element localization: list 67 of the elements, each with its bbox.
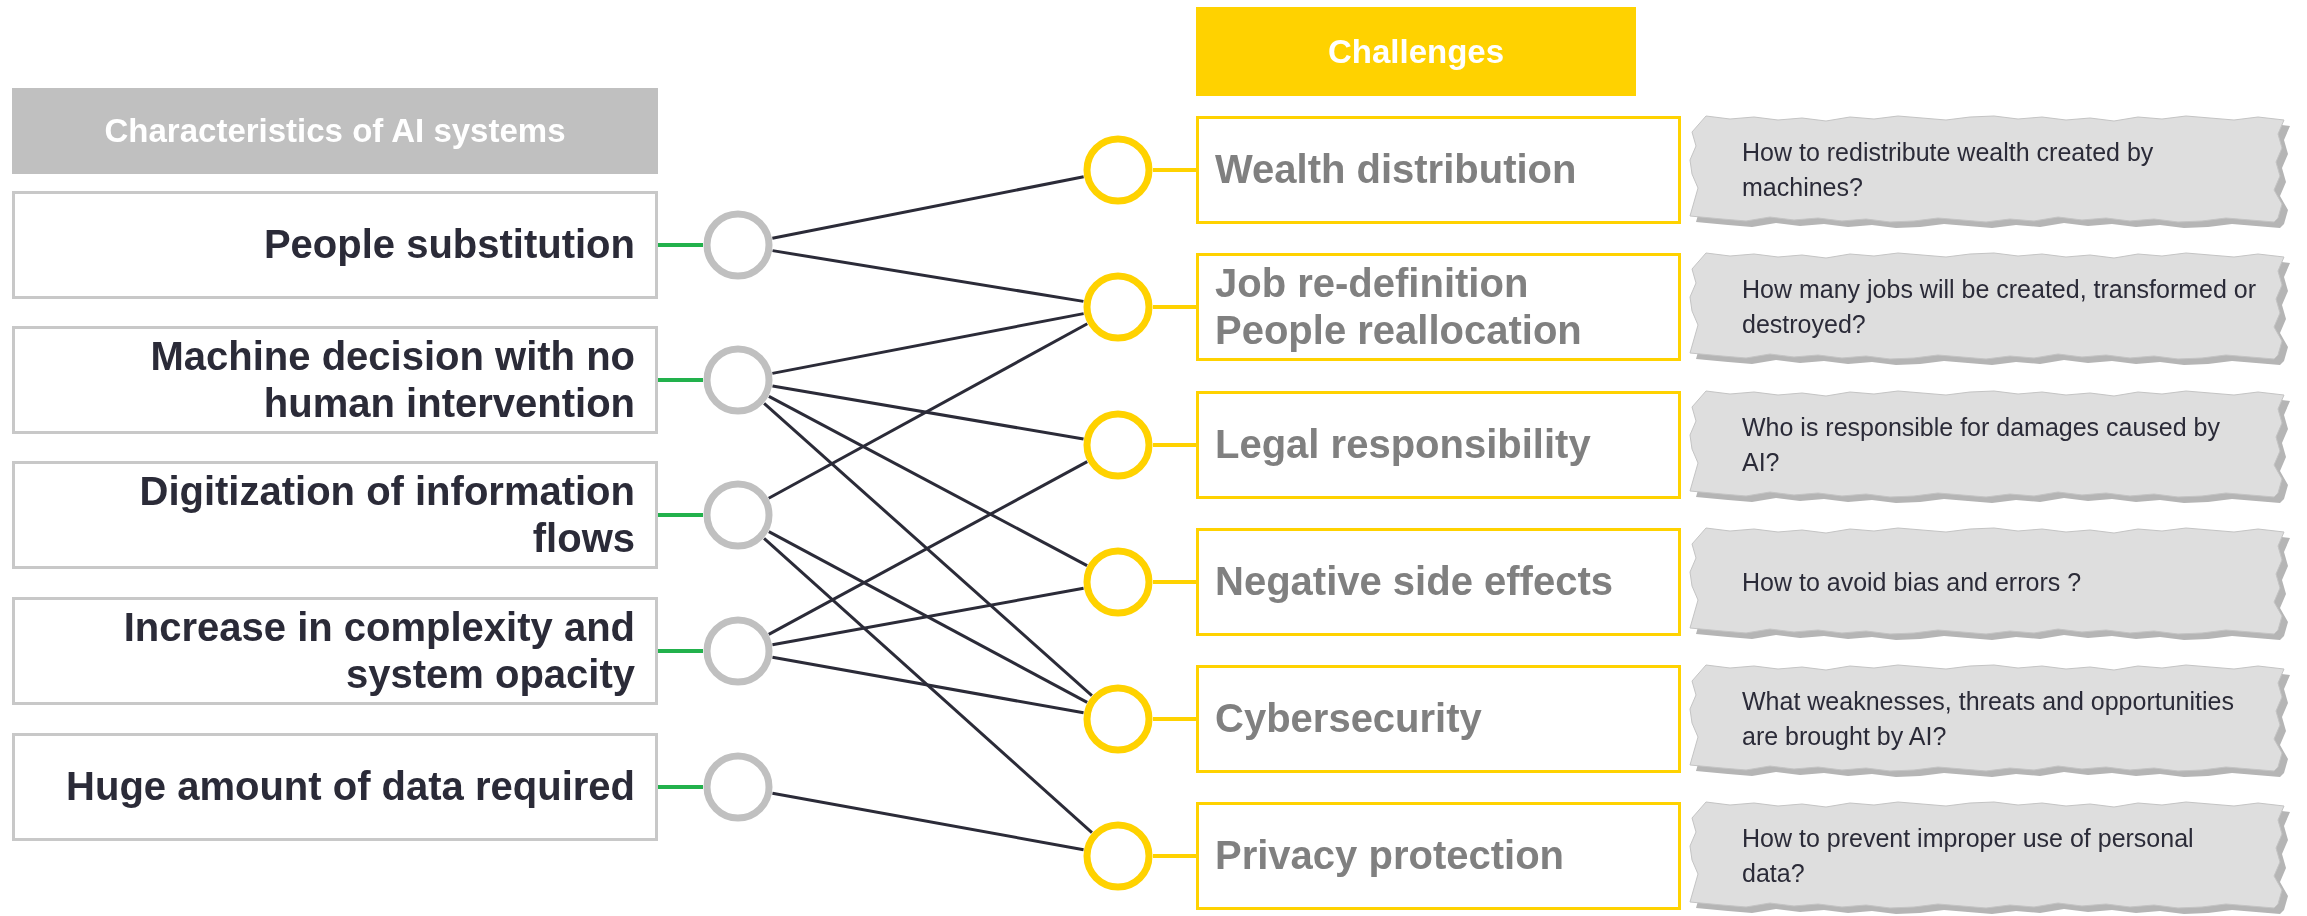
connector-circle bbox=[703, 345, 773, 415]
challenge-box bbox=[1196, 665, 1681, 773]
connector-line bbox=[772, 384, 1084, 441]
connector-line bbox=[763, 402, 1093, 697]
node-label: Legal responsibility bbox=[1215, 421, 1591, 469]
connector-line bbox=[658, 243, 703, 247]
connector-line bbox=[772, 312, 1084, 375]
question-text: How to avoid bias and errors ? bbox=[1742, 566, 2082, 598]
node-label: Job re-definition People reallocation bbox=[1215, 259, 1583, 354]
question-text: What weaknesses, threats and opportunities are brought by AI? bbox=[1742, 686, 2235, 752]
connector-line bbox=[768, 460, 1088, 636]
connector-line bbox=[1153, 580, 1196, 584]
question-text: How to prevent improper use of personal data? bbox=[1742, 823, 2195, 889]
node-label: Wealth distribution bbox=[1215, 146, 1577, 194]
connector-line bbox=[1153, 717, 1196, 721]
characteristic-box bbox=[12, 191, 658, 299]
question-text: Who is responsible for damages caused by AI? bbox=[1742, 412, 2222, 478]
node-label: Privacy protection bbox=[1215, 832, 1564, 880]
connector-circle bbox=[1083, 547, 1153, 617]
connector-line bbox=[1153, 443, 1196, 447]
question-text: How to redistribute wealth created by machines? bbox=[1742, 137, 2155, 203]
question-text: How many jobs will be created, transformed or destroyed? bbox=[1742, 274, 2258, 340]
connector-line bbox=[768, 530, 1088, 704]
connector-circle bbox=[703, 616, 773, 686]
characteristic-box bbox=[12, 597, 658, 705]
node-label: Machine decision with no human intervention bbox=[149, 332, 635, 427]
connector-line bbox=[768, 395, 1088, 567]
connector-circle bbox=[703, 210, 773, 280]
connector-circle bbox=[1083, 684, 1153, 754]
connector-line bbox=[658, 649, 703, 653]
header-bar bbox=[12, 88, 658, 174]
connector-line bbox=[1153, 168, 1196, 172]
connector-line bbox=[772, 586, 1084, 647]
connector-line bbox=[772, 249, 1084, 303]
connector-line bbox=[772, 791, 1084, 852]
column-heading: Challenges bbox=[1327, 31, 1505, 72]
node-label: Digitization of information flows bbox=[138, 467, 635, 562]
connector-circle bbox=[703, 480, 773, 550]
node-label: People substitution bbox=[263, 221, 635, 269]
characteristic-box bbox=[12, 326, 658, 434]
characteristic-box bbox=[12, 461, 658, 569]
column-heading: Characteristics of AI systems bbox=[104, 111, 566, 152]
connector-line bbox=[1153, 305, 1196, 309]
challenge-box bbox=[1196, 253, 1681, 361]
challenge-box bbox=[1196, 528, 1681, 636]
connector-line bbox=[658, 785, 703, 789]
connector-line bbox=[772, 655, 1084, 715]
connector-circle bbox=[703, 752, 773, 822]
characteristic-box bbox=[12, 733, 658, 841]
connector-line bbox=[1153, 854, 1196, 858]
node-label: Increase in complexity and system opacity bbox=[122, 603, 635, 698]
connector-circle bbox=[1083, 272, 1153, 342]
challenge-box bbox=[1196, 391, 1681, 499]
challenge-box bbox=[1196, 116, 1681, 224]
connector-circle bbox=[1083, 135, 1153, 205]
connector-line bbox=[658, 378, 703, 382]
connector-line bbox=[772, 175, 1084, 240]
node-label: Negative side effects bbox=[1215, 558, 1613, 606]
challenge-box bbox=[1196, 802, 1681, 910]
node-label: Huge amount of data required bbox=[66, 763, 635, 811]
connector-line bbox=[768, 322, 1088, 500]
node-label: Cybersecurity bbox=[1215, 695, 1482, 743]
connector-line bbox=[763, 537, 1093, 834]
connector-line bbox=[658, 513, 703, 517]
header-bar bbox=[1196, 7, 1636, 96]
connector-circle bbox=[1083, 821, 1153, 891]
connector-circle bbox=[1083, 410, 1153, 480]
